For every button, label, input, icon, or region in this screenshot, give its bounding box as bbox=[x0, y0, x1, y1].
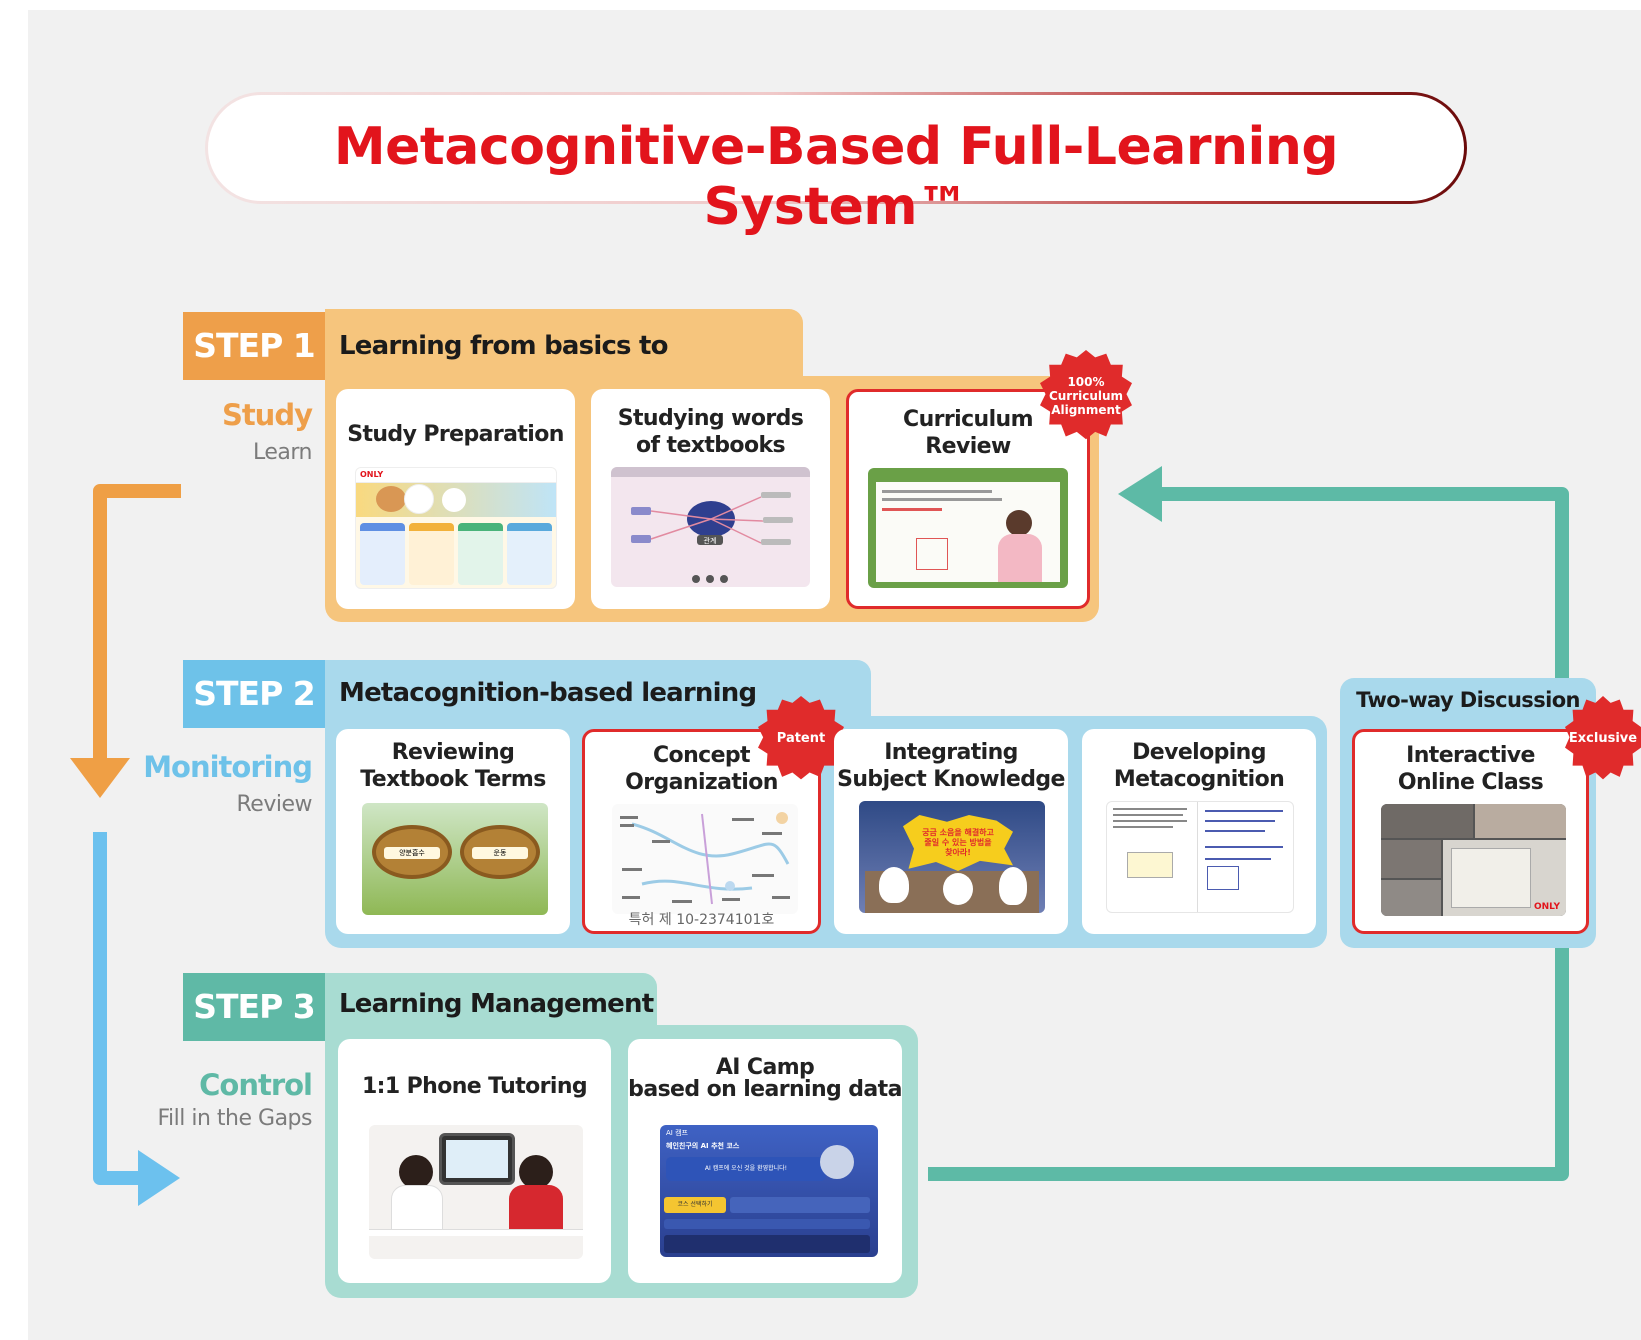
step1-side-sub: Learn bbox=[253, 440, 313, 465]
comic-bubble: 궁금 소음을 해결하고 줄일 수 있는 방법을 찾아라! bbox=[903, 815, 1013, 871]
page-title: Metacognitive-Based Full-Learning System… bbox=[333, 117, 1339, 237]
menu-boxes bbox=[356, 517, 556, 588]
card-title: Reviewing Textbook Terms bbox=[360, 740, 546, 792]
card-title: Curriculum Review bbox=[903, 407, 1033, 459]
step2-tag: STEP 2 bbox=[183, 660, 325, 728]
step3-tag: STEP 3 bbox=[183, 973, 325, 1041]
step3-side-sub: Fill in the Gaps bbox=[157, 1106, 313, 1131]
concept-map-drawing bbox=[620, 812, 790, 905]
badge-curriculum-alignment: 100% Curriculum Alignment bbox=[1040, 350, 1132, 440]
card-developing-metacognition[interactable]: Developing Metacognition bbox=[1082, 729, 1316, 934]
card-title: AI Camp based on learning data bbox=[628, 1055, 902, 1102]
card-curriculum-review[interactable]: Curriculum Review bbox=[846, 389, 1090, 609]
card-ai-camp[interactable]: AI Camp based on learning data AI 캠프 혜인친… bbox=[628, 1039, 902, 1283]
banner bbox=[356, 483, 556, 517]
orange-arrow-line bbox=[93, 484, 181, 762]
card-reviewing-terms[interactable]: Reviewing Textbook Terms 양분흡수 운동 bbox=[336, 729, 570, 934]
card-title: 1:1 Phone Tutoring bbox=[361, 1074, 588, 1099]
card-title: Developing Metacognition bbox=[1113, 740, 1285, 792]
step1-heading: Learning from basics to advanced bbox=[325, 309, 803, 435]
title-pill: Metacognitive-Based Full-Learning System… bbox=[205, 92, 1467, 237]
step2-side-sub: Review bbox=[236, 792, 313, 817]
badge-exclusive: Exclusive bbox=[1565, 696, 1641, 780]
online-logo: ONLY bbox=[1533, 902, 1560, 912]
two-way-heading: Two-way Discussion bbox=[1356, 688, 1580, 712]
lecture-screen bbox=[868, 468, 1068, 588]
step3-side-main: Control bbox=[199, 1068, 313, 1102]
basket-screen: 양분흡수 운동 bbox=[362, 803, 548, 915]
mindmap-screen: 관계 bbox=[611, 467, 810, 587]
card-phone-tutoring[interactable]: 1:1 Phone Tutoring bbox=[338, 1039, 611, 1283]
card-study-preparation[interactable]: Study Preparation ONLY bbox=[336, 389, 575, 609]
camp-button: 코스 선택하기 bbox=[664, 1197, 726, 1213]
tutoring-photo bbox=[369, 1125, 583, 1259]
only-logo: ONLY bbox=[356, 468, 556, 483]
notebook-screen bbox=[1106, 801, 1294, 913]
card-title: Interactive Online Class bbox=[1397, 743, 1544, 795]
teal-arrow-head bbox=[1118, 466, 1162, 522]
comic-screen: 궁금 소음을 해결하고 줄일 수 있는 방법을 찾아라! bbox=[859, 801, 1045, 913]
concept-map-screen bbox=[612, 804, 798, 914]
card-interactive-online-class[interactable]: Interactive Online Class ONLY bbox=[1352, 729, 1589, 934]
camp-header: AI 캠프 bbox=[666, 1129, 688, 1137]
study-preparation-screen: ONLY bbox=[355, 467, 557, 589]
card-title: Studying words of textbooks bbox=[617, 406, 804, 458]
mindmap-drawing: 관계 bbox=[631, 492, 793, 583]
mindmap-center-label: 관계 bbox=[704, 536, 717, 545]
step1-tag: STEP 1 bbox=[183, 312, 325, 380]
card-title: Study Preparation bbox=[347, 422, 564, 447]
basket-left-label: 양분흡수 bbox=[384, 847, 440, 859]
orange-arrow-head bbox=[70, 758, 130, 798]
card-title: Concept Organization bbox=[625, 743, 778, 795]
ai-camp-screen: AI 캠프 혜인친구의 AI 추천 코스 AI 캠프에 오신 것을 환영합니다!… bbox=[660, 1125, 878, 1257]
basket-right-label: 운동 bbox=[472, 847, 528, 859]
blue-arrow-line bbox=[93, 832, 142, 1185]
badge-patent: Patent bbox=[758, 696, 844, 780]
camp-welcome: AI 캠프에 오신 것을 환영합니다! bbox=[666, 1157, 826, 1181]
camp-course: 혜인친구의 AI 추천 코스 bbox=[666, 1142, 740, 1150]
card-studying-words[interactable]: Studying words of textbooks 관계 bbox=[591, 389, 830, 609]
step2-side-main: Monitoring bbox=[143, 750, 313, 784]
step1-side-main: Study bbox=[221, 398, 313, 432]
card-title: Integrating Subject Knowledge bbox=[837, 740, 1065, 792]
video-call-screen: ONLY bbox=[1381, 804, 1566, 916]
blue-arrow-head bbox=[138, 1150, 180, 1206]
patent-number: 특허 제 10-2374101호 bbox=[628, 912, 775, 928]
card-integrating-knowledge[interactable]: Integrating Subject Knowledge 궁금 소음을 해결하… bbox=[834, 729, 1068, 934]
